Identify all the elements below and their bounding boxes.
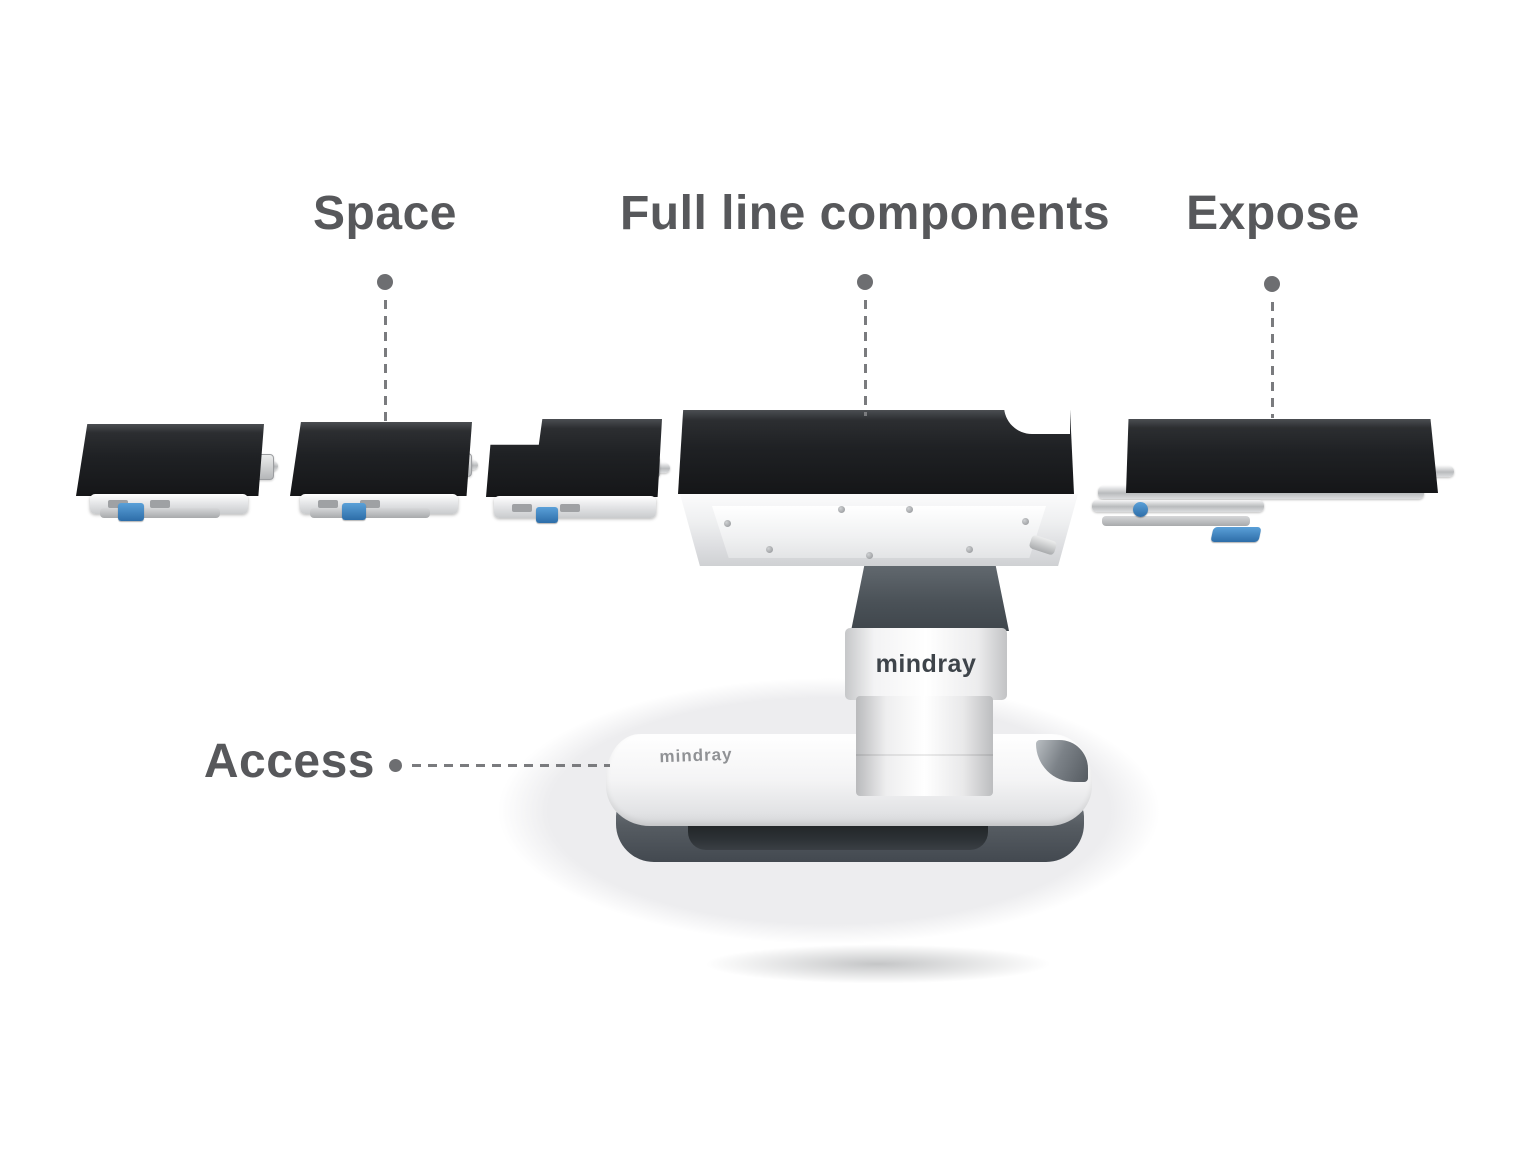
mounting-bar (100, 508, 220, 518)
clamp-bar (1092, 500, 1264, 512)
callout-dashed-line (412, 764, 610, 767)
column-lower-housing (856, 696, 993, 796)
segment-cushion-notched (486, 419, 662, 497)
blue-release-lever (118, 503, 144, 521)
screw-icon (838, 506, 845, 513)
center-cushion (678, 410, 1074, 494)
mounting-bar (310, 508, 430, 518)
column-mid-housing: mindray (845, 628, 1007, 700)
callout-dot (1264, 276, 1280, 292)
rail-slot (318, 500, 338, 508)
blue-knob (1133, 502, 1148, 517)
screw-icon (906, 506, 913, 513)
screw-icon (724, 520, 731, 527)
label-space: Space (313, 187, 457, 240)
rail-slot (560, 504, 580, 512)
screw-icon (866, 552, 873, 559)
rail-slot (150, 500, 170, 508)
label-expose: Expose (1186, 187, 1360, 240)
rail-slot (360, 500, 380, 508)
clamp-bar (1102, 516, 1250, 526)
callout-dot (377, 274, 393, 290)
segment-cushion (1126, 419, 1438, 493)
segment-cushion (290, 422, 472, 496)
segment-cushion (76, 424, 264, 496)
blue-release-lever (536, 507, 558, 523)
label-access: Access (203, 735, 375, 788)
callout-dot (389, 759, 402, 772)
base-top-cover (606, 734, 1092, 826)
base-brand-logo: mindray (659, 744, 733, 767)
screw-icon (1022, 518, 1029, 525)
screw-icon (966, 546, 973, 553)
label-full-line-components: Full line components (619, 187, 1111, 240)
blue-release-lever (1210, 527, 1262, 542)
rail-slot (512, 504, 532, 512)
column-brand-logo: mindray (875, 649, 977, 678)
callout-dashed-line (864, 300, 867, 416)
tabletop-frame-inner (712, 506, 1046, 558)
screw-icon (766, 546, 773, 553)
floor-shadow (648, 938, 1108, 990)
blue-release-lever (342, 503, 366, 520)
callout-dot (857, 274, 873, 290)
callout-dashed-line (384, 300, 387, 422)
column-upper-housing (851, 561, 1009, 631)
callout-dashed-line (1271, 302, 1274, 418)
